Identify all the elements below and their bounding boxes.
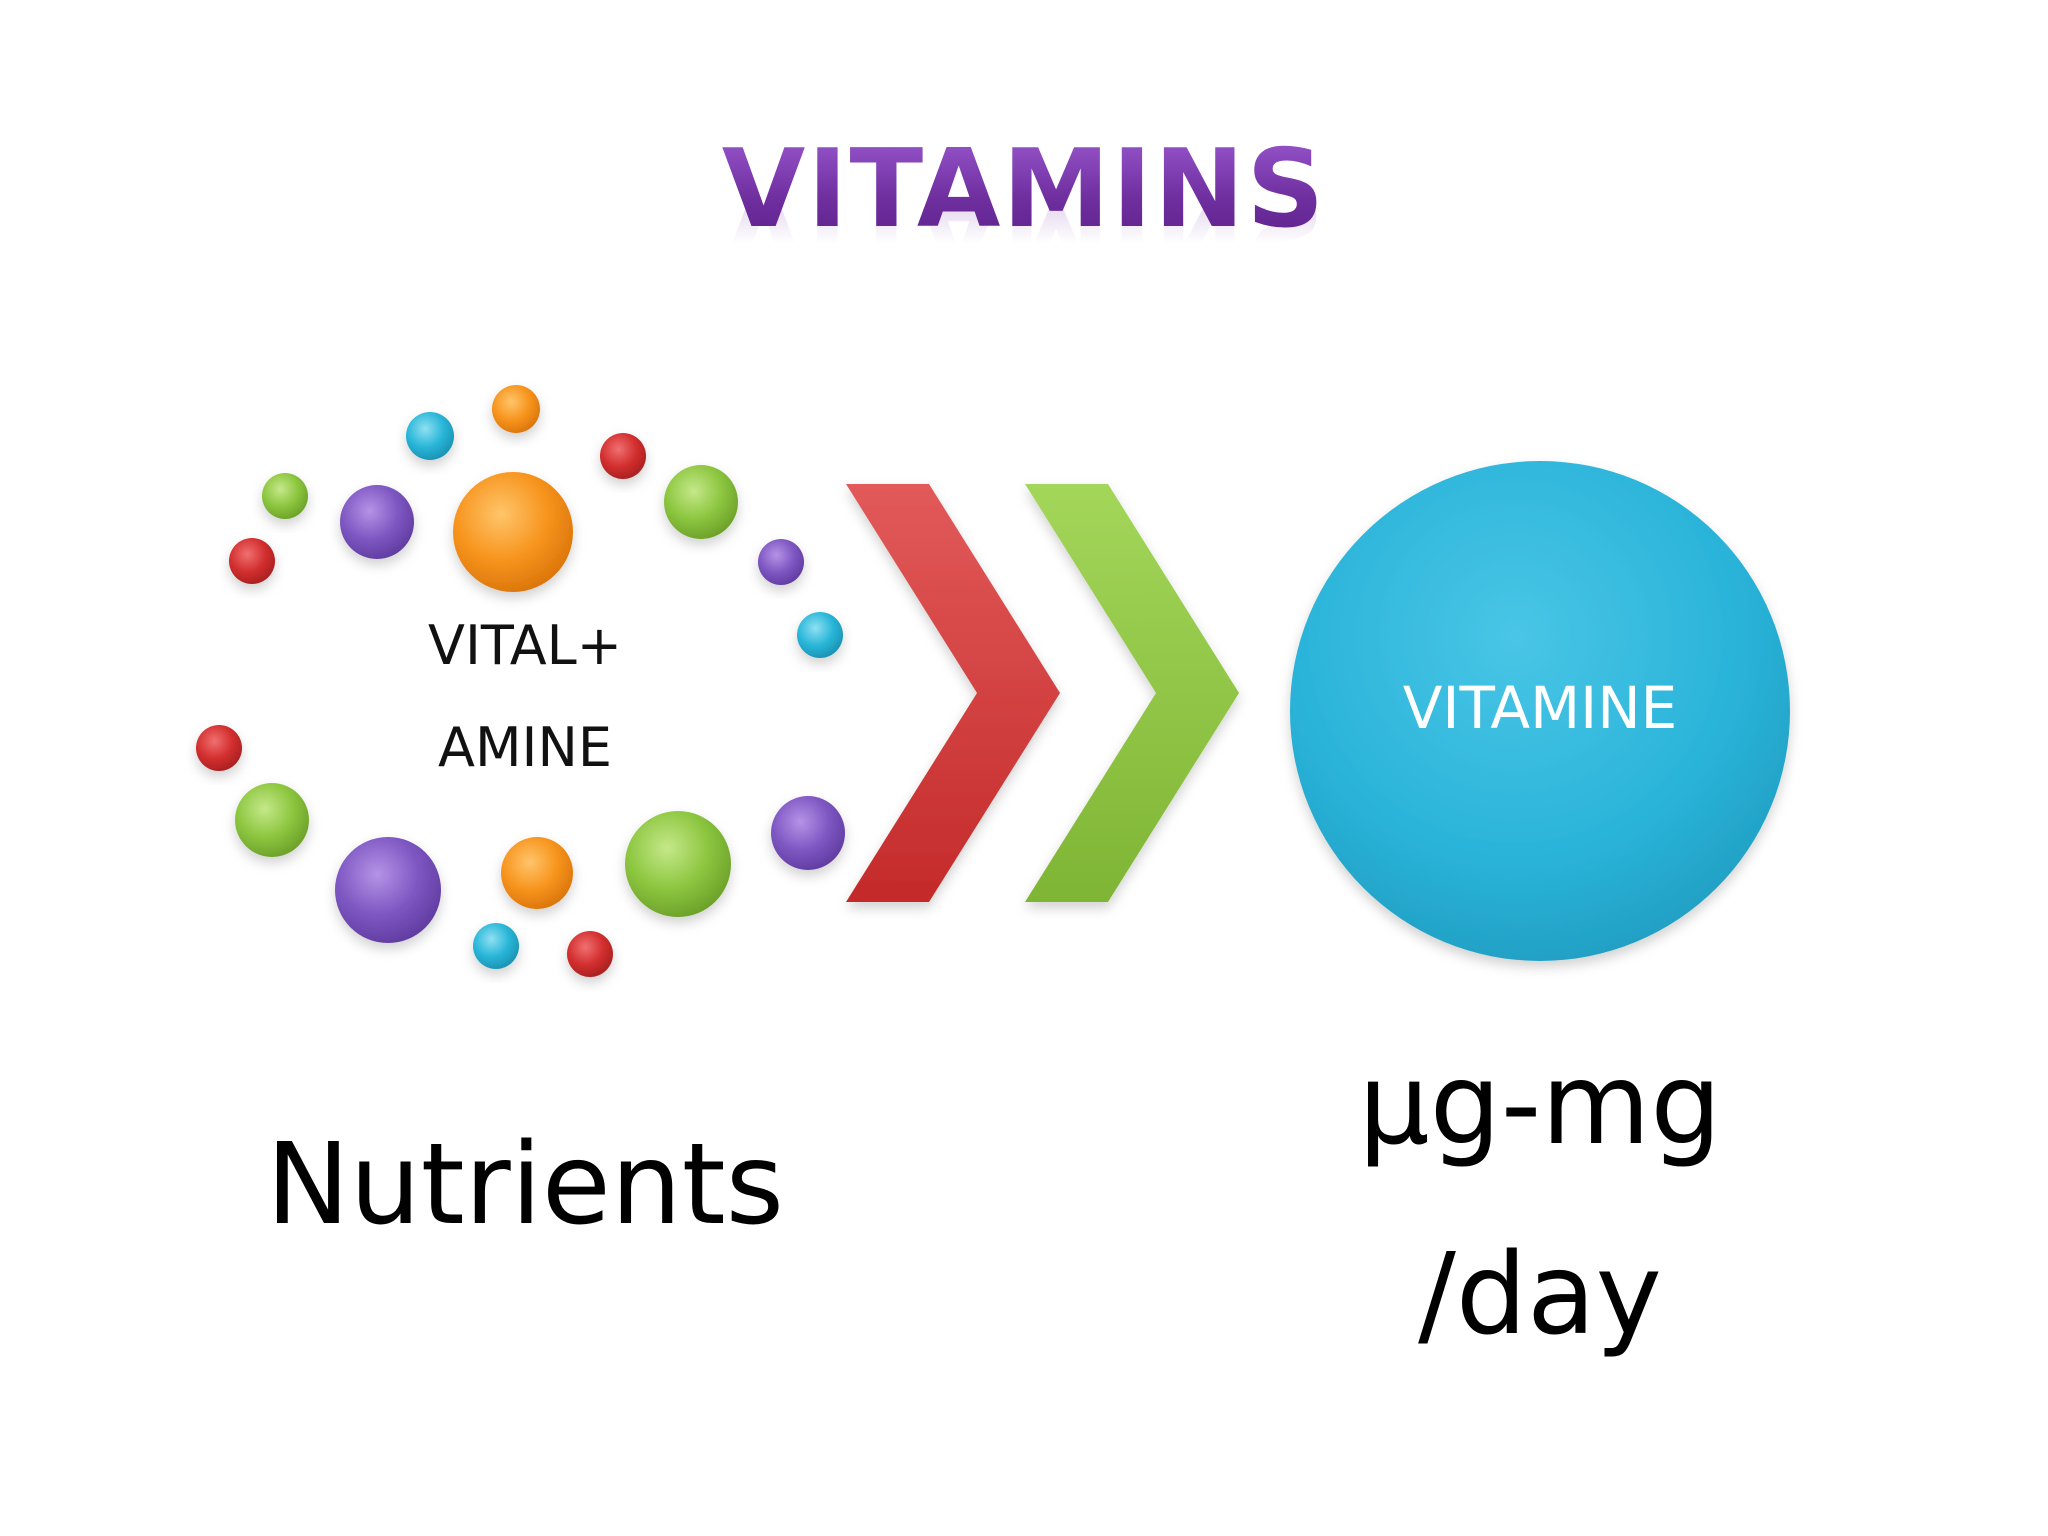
dot-orange-small xyxy=(492,385,540,433)
amine-label: AMINE xyxy=(438,716,612,779)
dot-red xyxy=(229,538,275,584)
dot-cyan xyxy=(797,612,843,658)
nutrient-dots xyxy=(196,385,845,977)
page-title: VITAMINS xyxy=(0,130,2048,250)
chevron-green-icon xyxy=(1025,484,1239,902)
dot-cyan xyxy=(473,923,519,969)
dot-orange xyxy=(501,837,573,909)
vitamine-label: VITAMINE xyxy=(1402,674,1678,742)
dot-green xyxy=(664,465,738,539)
title-block: VITAMINS VITAMINS xyxy=(0,130,2048,289)
vital-label: VITAL+ xyxy=(428,614,622,677)
dot-orange-large xyxy=(453,472,573,592)
nutrients-caption: Nutrients xyxy=(266,1120,784,1250)
dot-purple xyxy=(340,485,414,559)
dot-purple xyxy=(771,796,845,870)
dot-green-large xyxy=(625,811,731,917)
dot-purple-small xyxy=(758,539,804,585)
dot-green-small xyxy=(262,473,308,519)
dot-red xyxy=(196,725,242,771)
dot-green xyxy=(235,783,309,857)
chevron-red-icon xyxy=(846,484,1060,902)
vitamine-circle xyxy=(1290,461,1790,961)
chevron-arrows xyxy=(846,484,1239,902)
dot-purple-large xyxy=(335,837,441,943)
dot-red xyxy=(600,433,646,479)
dose-unit: /day xyxy=(1418,1230,1662,1360)
dot-cyan xyxy=(406,412,454,460)
dose-range: μg-mg xyxy=(1358,1040,1722,1170)
dot-red xyxy=(567,931,613,977)
